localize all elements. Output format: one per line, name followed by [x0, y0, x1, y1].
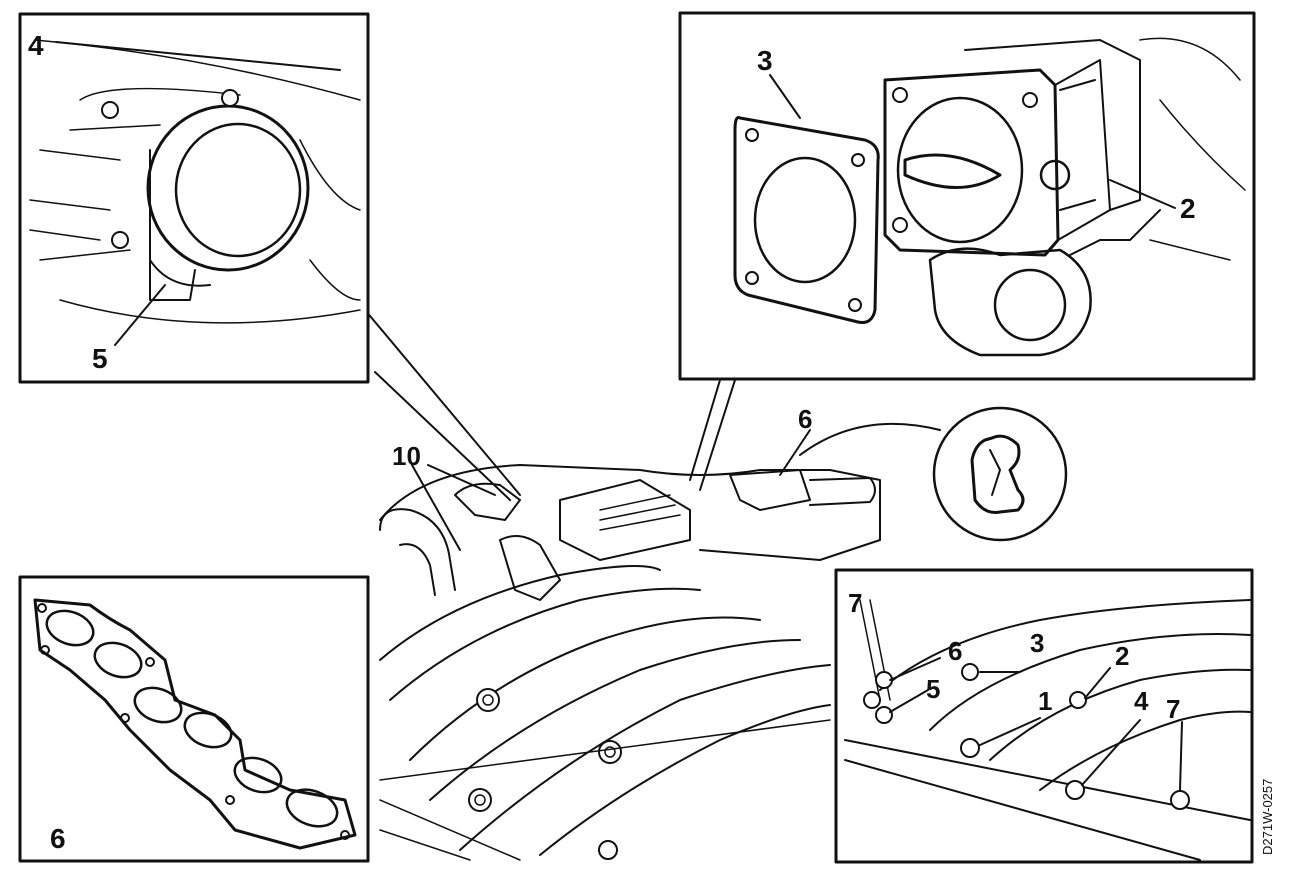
main-nut-2 — [468, 788, 492, 812]
br-nut-7a — [863, 691, 881, 709]
br-nut-7b — [1170, 790, 1190, 810]
br-nut-1 — [960, 738, 980, 758]
inset-throttle-body-installed: 4 5 — [18, 12, 370, 384]
inset-tightening-sequence: 7 6 3 2 5 1 4 7 — [834, 568, 1254, 864]
br-nut-3 — [961, 663, 979, 681]
br-callout-4: 4 — [1134, 686, 1149, 716]
main-nut-4 — [598, 840, 618, 860]
main-nut-1 — [476, 688, 500, 712]
br-callout-5: 5 — [926, 674, 940, 704]
br-callout-6: 6 — [948, 636, 962, 666]
tl-bolt-2 — [221, 89, 239, 107]
tl-bolt-3 — [111, 231, 129, 249]
br-nut-2 — [1069, 691, 1087, 709]
br-callout-1: 1 — [1038, 686, 1052, 716]
br-nut-5 — [875, 706, 893, 724]
inset-manifold-gasket: 6 — [18, 575, 370, 863]
throttle-body — [883, 39, 1141, 257]
bl-callout-6: 6 — [50, 823, 66, 854]
main-callout-6: 6 — [798, 404, 812, 434]
tl-callout-5: 5 — [92, 343, 108, 374]
main-engine-view — [364, 309, 1068, 861]
tr-callout-2: 2 — [1180, 193, 1196, 224]
br-callout-2: 2 — [1115, 641, 1129, 671]
tr-callout-3: 3 — [757, 45, 773, 76]
br-nut-4 — [1065, 780, 1085, 800]
clip-detail-circle — [932, 406, 1068, 542]
br-callout-3: 3 — [1030, 628, 1044, 658]
throttle-gasket — [733, 116, 880, 324]
tl-callout-4: 4 — [28, 30, 44, 61]
main-nut-3 — [598, 740, 622, 764]
inset-throttle-body-exploded: 3 2 — [678, 11, 1256, 381]
drawing-code: D271W-0257 — [1260, 779, 1275, 855]
br-callout-7b: 7 — [1166, 694, 1180, 724]
br-callout-7a: 7 — [848, 588, 862, 618]
tl-bolt-1 — [101, 101, 119, 119]
throttle-position-sensor — [928, 209, 1161, 357]
main-callout-10: 10 — [392, 441, 421, 471]
